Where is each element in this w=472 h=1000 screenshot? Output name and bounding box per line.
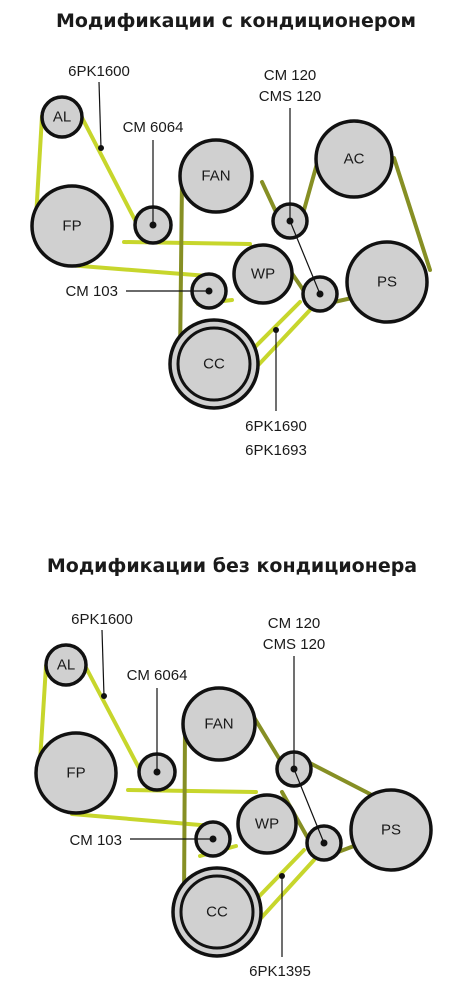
pulley-fp: FP <box>30 184 114 268</box>
pulley-ps: PS <box>349 788 433 872</box>
pulley-fp: FP <box>34 731 118 815</box>
label-cm6064: CM 6064 <box>127 667 188 684</box>
pulley-wp-label: WP <box>251 266 275 283</box>
pulley-al: AL <box>44 643 88 687</box>
pulley-cc-label: CC <box>203 356 225 373</box>
label-belt-top: 6PK1600 <box>68 63 130 80</box>
label-belt-top: 6PK1600 <box>71 611 133 628</box>
label-belt-bottom-2: 6PK1693 <box>245 442 307 459</box>
label-cm120: CM 120 <box>268 615 321 632</box>
diagram2-title: Модификации без кондиционера <box>47 555 417 577</box>
label-belt-bottom: 6PK1395 <box>249 963 311 980</box>
pulley-fan: FAN <box>181 686 257 762</box>
pulley-fan: FAN <box>178 138 254 214</box>
belt-6pk1600-noac <box>38 658 258 858</box>
pulley-cc: CC <box>171 866 263 958</box>
pulley-ac-label: AC <box>344 151 365 168</box>
diagram1-title: Модификации с кондиционером <box>56 10 416 32</box>
pulley-wp-label: WP <box>255 816 279 833</box>
pulley-fan-label: FAN <box>201 168 230 185</box>
diagram-without-ac: Модификации без кондиционера AL FP <box>34 555 433 980</box>
pulley-fp-label: FP <box>66 765 85 782</box>
pulley-fp-label: FP <box>62 218 81 235</box>
pulley-al: AL <box>40 95 84 139</box>
pulley-wp: WP <box>232 243 294 305</box>
pulley-fan-label: FAN <box>204 716 233 733</box>
pulley-cc: CC <box>168 318 260 410</box>
label-cm103: CM 103 <box>65 283 118 300</box>
pulley-al-label: AL <box>57 657 75 674</box>
diagram-with-ac: Модификации с кондиционером AL FP <box>30 10 432 459</box>
label-cms120: CMS 120 <box>259 88 322 105</box>
label-cms120: CMS 120 <box>263 636 326 653</box>
label-belt-bottom-1: 6PK1690 <box>245 418 307 435</box>
label-cm6064: CM 6064 <box>123 119 184 136</box>
pulley-ac: AC <box>314 119 394 199</box>
pulley-ps-label: PS <box>381 822 401 839</box>
pulley-al-label: AL <box>53 109 71 126</box>
label-cm103: CM 103 <box>69 832 122 849</box>
label-cm120: CM 120 <box>264 67 317 84</box>
pulley-cc-label: CC <box>206 904 228 921</box>
pulley-ps-label: PS <box>377 274 397 291</box>
pulley-wp: WP <box>236 793 298 855</box>
pulley-ps: PS <box>345 240 429 324</box>
